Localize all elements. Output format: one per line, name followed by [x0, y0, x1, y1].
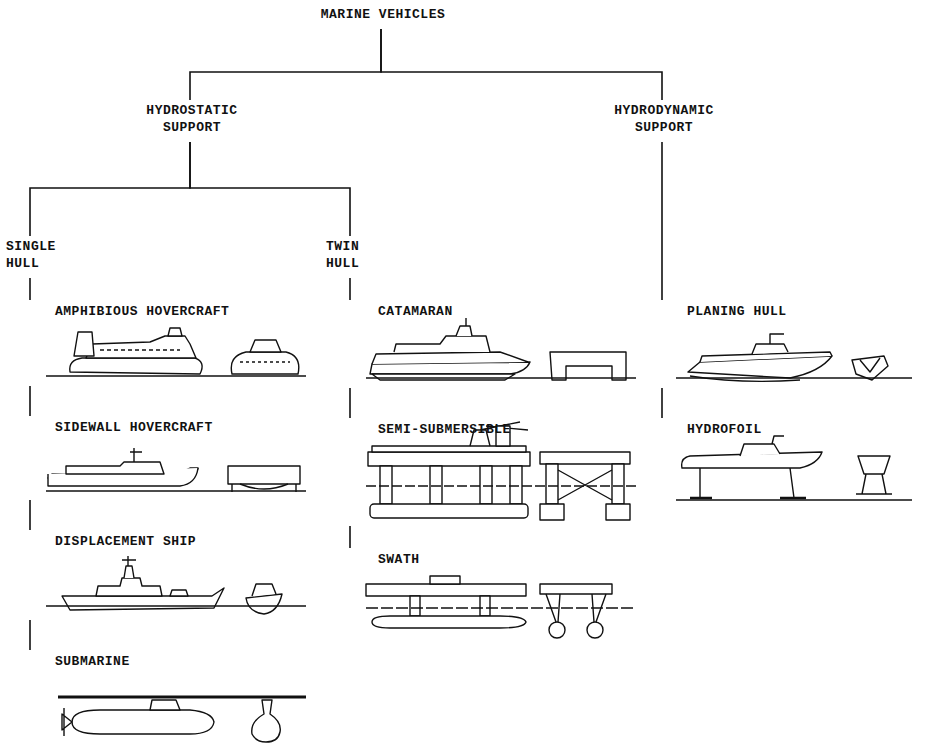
category-node: SINGLE HULL	[4, 236, 72, 276]
vehicle-label: SUBMARINE	[55, 653, 314, 670]
vehicle-node: DISPLACEMENT SHIP	[20, 530, 314, 618]
vehicle-label: HYDROFOIL	[687, 421, 924, 438]
tree-line	[29, 386, 31, 416]
amphibious-hovercraft-end	[231, 340, 299, 374]
tree-line	[661, 142, 663, 300]
sidewall-hovercraft-end	[228, 466, 300, 492]
displacement-ship-side	[62, 556, 224, 610]
amphibious-hovercraft-side	[70, 328, 202, 374]
vehicle-label: DISPLACEMENT SHIP	[55, 533, 314, 550]
planing-hull-end	[852, 356, 888, 380]
vehicle-node: SIDEWALL HOVERCRAFT	[20, 416, 314, 498]
category-node: HYDRODYNAMIC SUPPORT	[605, 100, 723, 140]
displacement-ship-end	[246, 584, 282, 614]
catamaran-side	[370, 318, 530, 380]
vehicle-label: SIDEWALL HOVERCRAFT	[55, 419, 314, 436]
vehicle-node: AMPHIBIOUS HOVERCRAFT	[20, 300, 314, 384]
swath-end	[540, 584, 612, 638]
category-label: HYDRODYNAMIC SUPPORT	[605, 102, 723, 136]
tree-line	[29, 620, 31, 650]
tree-line	[349, 278, 351, 300]
vehicle-label: CATAMARAN	[378, 303, 644, 320]
tree-line	[190, 142, 350, 236]
tree-line	[29, 278, 31, 300]
vehicle-node: SEMI-SUBMERSIBLE	[340, 418, 644, 524]
category-label: HYDROSTATIC SUPPORT	[135, 102, 249, 136]
hydrofoil-side	[682, 436, 822, 498]
swath-side	[366, 576, 526, 628]
vehicle-node: SUBMARINE	[20, 650, 314, 744]
vehicle-label: AMPHIBIOUS HOVERCRAFT	[55, 303, 314, 320]
vehicle-label: PLANING HULL	[687, 303, 924, 320]
hydrofoil-end	[856, 456, 892, 494]
vehicle-node: SWATH	[340, 548, 644, 642]
vehicle-node: CATAMARAN	[340, 300, 644, 386]
category-label: MARINE VEHICLES	[300, 6, 466, 23]
tree-line	[190, 29, 381, 100]
category-label: TWIN HULL	[326, 238, 378, 272]
tree-line	[661, 388, 663, 418]
tree-line	[30, 142, 190, 236]
vehicle-label: SEMI-SUBMERSIBLE	[378, 421, 644, 438]
planing-hull-side	[688, 334, 832, 381]
catamaran-end	[550, 352, 626, 380]
vehicle-label: SWATH	[378, 551, 644, 568]
submarine-side	[62, 700, 214, 736]
category-node: HYDROSTATIC SUPPORT	[135, 100, 249, 140]
category-label: SINGLE HULL	[6, 238, 72, 272]
tree-line	[349, 526, 351, 548]
tree-line	[381, 29, 662, 100]
category-node: MARINE VEHICLES	[300, 4, 466, 27]
submarine-end	[252, 700, 281, 742]
tree-line	[29, 500, 31, 530]
vehicle-node: PLANING HULL	[650, 300, 924, 386]
vehicle-node: HYDROFOIL	[650, 418, 924, 508]
sidewall-hovercraft-side	[48, 448, 198, 486]
category-node: TWIN HULL	[326, 236, 378, 276]
tree-line	[349, 388, 351, 418]
